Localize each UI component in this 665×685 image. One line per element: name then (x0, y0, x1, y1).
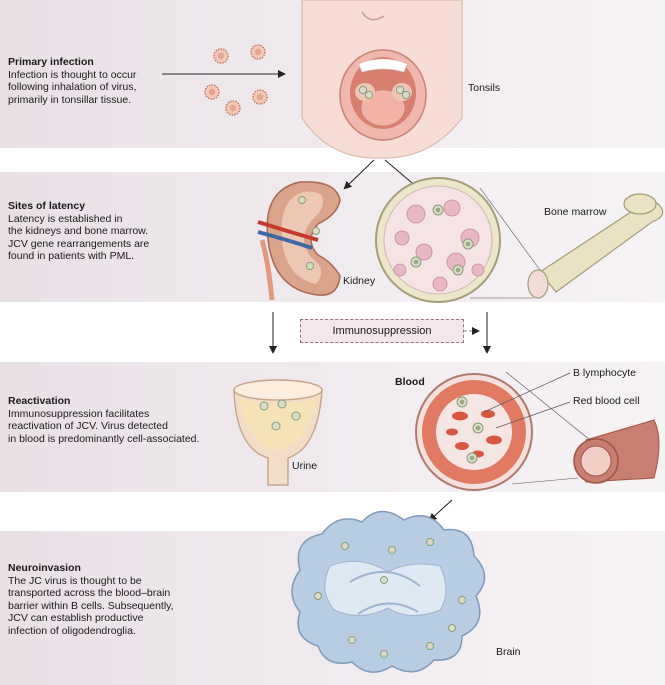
blood-vessel-illustration (415, 371, 660, 491)
label-red-blood-cell: Red blood cell (573, 395, 640, 407)
stage-title: Reactivation (8, 395, 71, 407)
kidney-illustration (257, 181, 341, 301)
stage-primary-infection: Primary infection Infection is thought t… (8, 56, 136, 106)
label-kidney: Kidney (343, 275, 376, 287)
stage-description: Immunosuppression facilitates reactivati… (8, 407, 200, 445)
label-immunosuppression: Immunosuppression (332, 325, 432, 337)
label-brain: Brain (496, 646, 521, 658)
stage-description: Latency is established in the kidneys an… (8, 212, 150, 263)
label-tonsils: Tonsils (468, 82, 501, 94)
stage-title: Sites of latency (8, 200, 86, 212)
stage-neuroinvasion: Neuroinvasion The JC virus is thought to… (8, 562, 174, 637)
immunosuppression-box: Immunosuppression (300, 319, 464, 343)
stage-description: Infection is thought to occur following … (8, 68, 137, 106)
stage-title: Primary infection (8, 56, 94, 68)
label-bone-marrow: Bone marrow (544, 206, 607, 218)
stage-reactivation: Reactivation Immunosuppression facilitat… (8, 395, 199, 445)
stage-title: Neuroinvasion (8, 562, 81, 574)
bladder-illustration (233, 379, 323, 486)
face-illustration (301, 0, 463, 159)
brain-illustration (291, 510, 486, 673)
band-reactivation (0, 362, 665, 492)
label-b-lymphocyte: B lymphocyte (573, 367, 637, 379)
label-blood: Blood (395, 376, 425, 388)
bone-marrow-illustration (375, 177, 664, 303)
stage-sites-of-latency: Sites of latency Latency is established … (8, 200, 149, 263)
label-urine: Urine (292, 460, 318, 472)
stage-description: The JC virus is thought to be transporte… (8, 574, 174, 637)
